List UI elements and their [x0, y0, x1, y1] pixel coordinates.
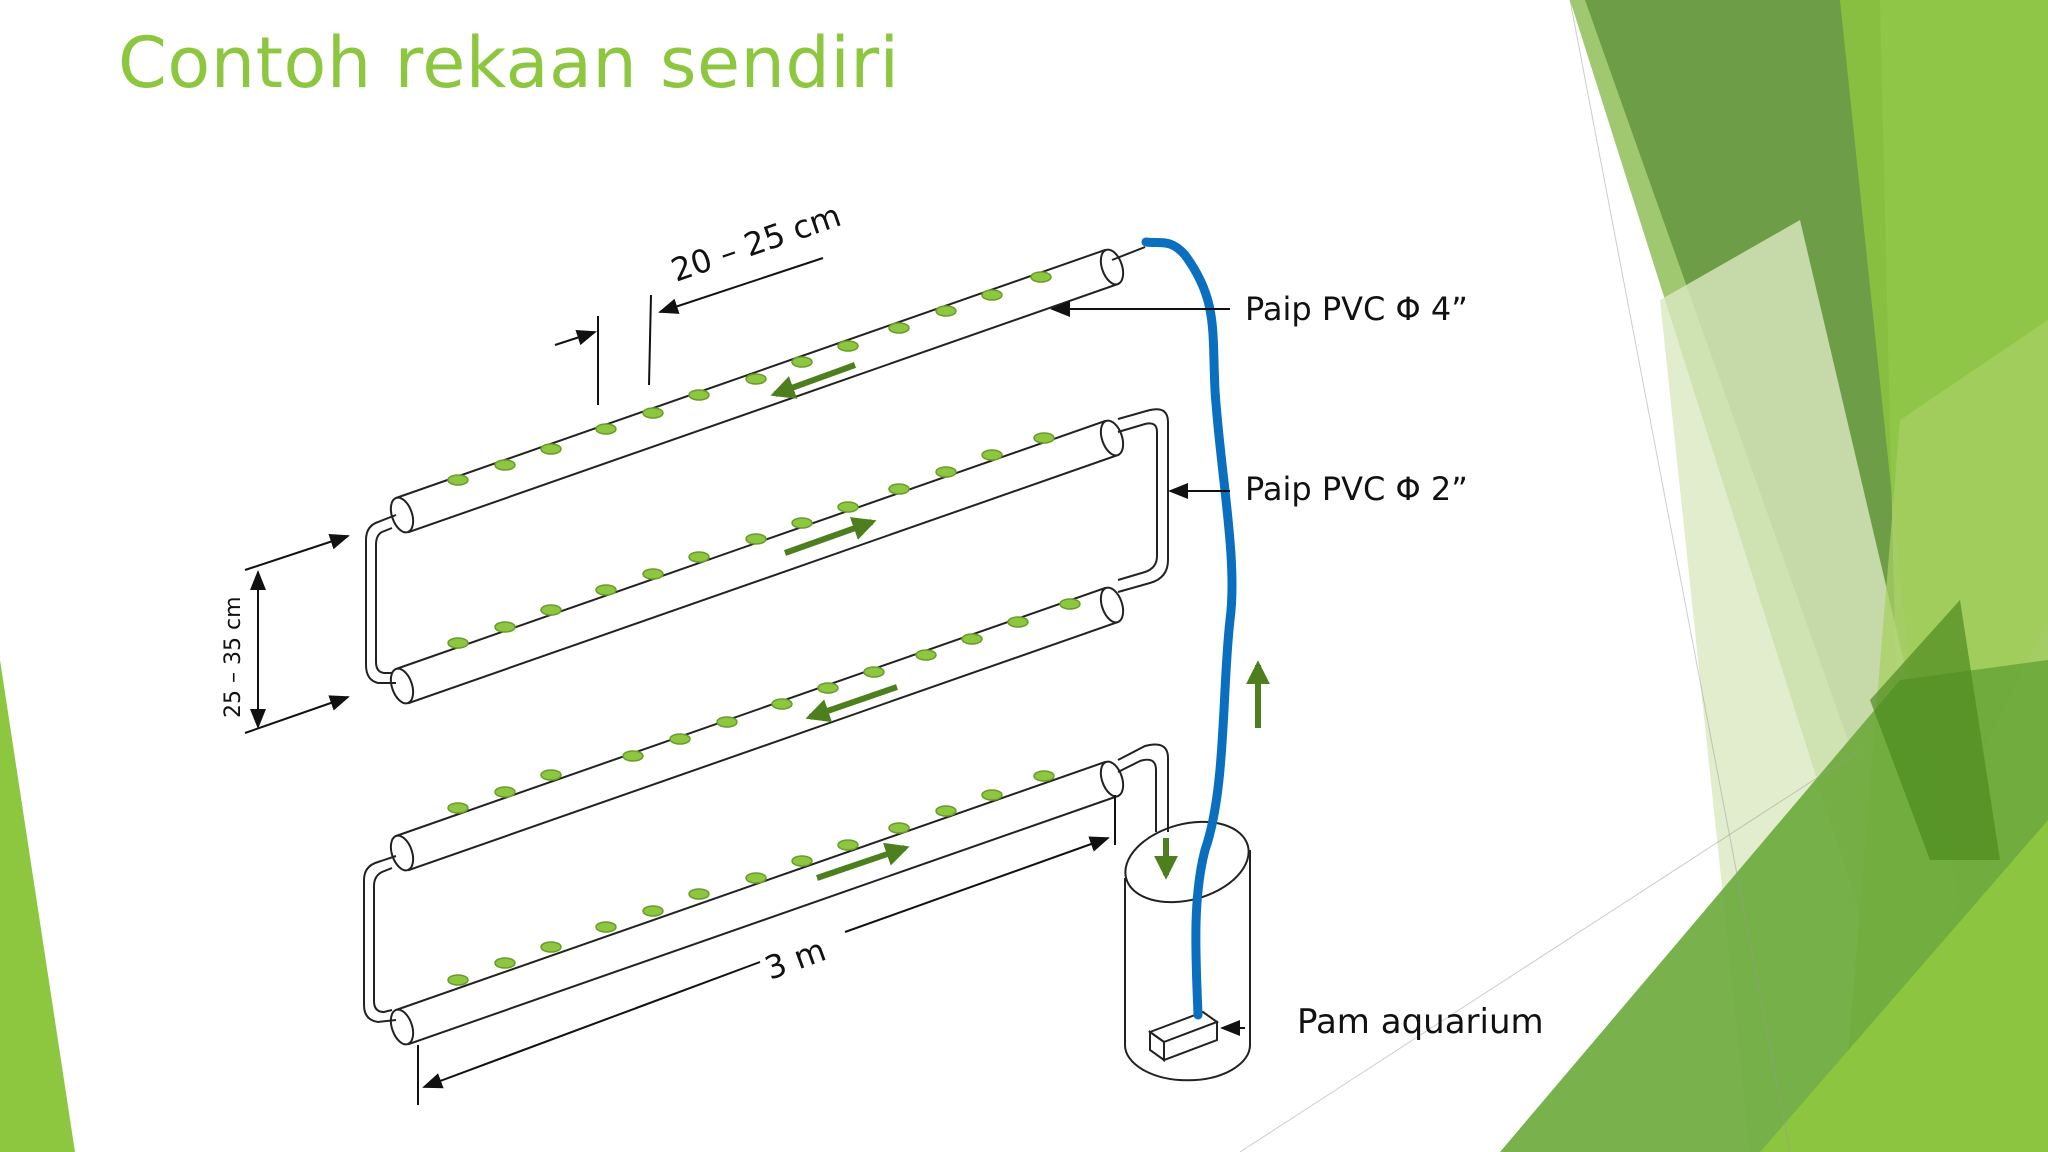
label-length: 3 m: [760, 931, 831, 988]
plant-holes: [447, 271, 1081, 986]
right-accent-shape-7: [1760, 820, 2048, 1152]
pump-box-icon: [1147, 1010, 1220, 1062]
arrow-length-right: [844, 836, 1110, 933]
water-hose: [1141, 237, 1237, 1020]
plant-holes-row-4: [447, 770, 1055, 986]
slide-title: Contoh rekaan sendiri: [118, 22, 900, 104]
flow-arrow-row-2: [783, 517, 877, 556]
label-spacing: 20 – 25 cm: [666, 196, 845, 289]
plant-holes-row-3: [447, 598, 1081, 814]
arrow-spacing-right: [658, 257, 824, 314]
decor-line-1: [1569, 0, 1791, 1152]
left-accent-shape: [0, 660, 75, 1152]
label-pipe-4: Paip PVC Φ 4”: [1245, 290, 1468, 328]
pvc-pipe-4-row-4: [389, 760, 1125, 1046]
arrow-length-left: [422, 961, 761, 1089]
leader-row-gap-top: [244, 534, 350, 571]
flow-arrow-row-4: [816, 842, 910, 881]
dimension-lines: [244, 257, 1245, 1105]
right-accent-shape-8: [1870, 600, 2000, 860]
arrow-spacing-left: [554, 329, 597, 346]
leader-row-gap-bottom: [244, 695, 350, 734]
pvc-pipe-4-row-2: [389, 419, 1125, 705]
flow-arrow-row-3: [805, 684, 898, 723]
label-row-gap: 25 – 35 cm: [221, 597, 246, 719]
flow-arrow-row-1: [770, 362, 857, 399]
plant-holes-row-2: [447, 432, 1055, 649]
label-pump: Pam aquarium: [1297, 1002, 1544, 1042]
decor-line-2: [1239, 749, 1861, 1152]
plant-holes-row-1: [447, 271, 1052, 486]
pvc-pipe-4-row-1: [389, 248, 1125, 534]
label-pipe-2: Paip PVC Φ 2”: [1245, 470, 1468, 508]
tick-spacing-right: [648, 294, 652, 386]
flow-arrows: [770, 362, 1270, 881]
